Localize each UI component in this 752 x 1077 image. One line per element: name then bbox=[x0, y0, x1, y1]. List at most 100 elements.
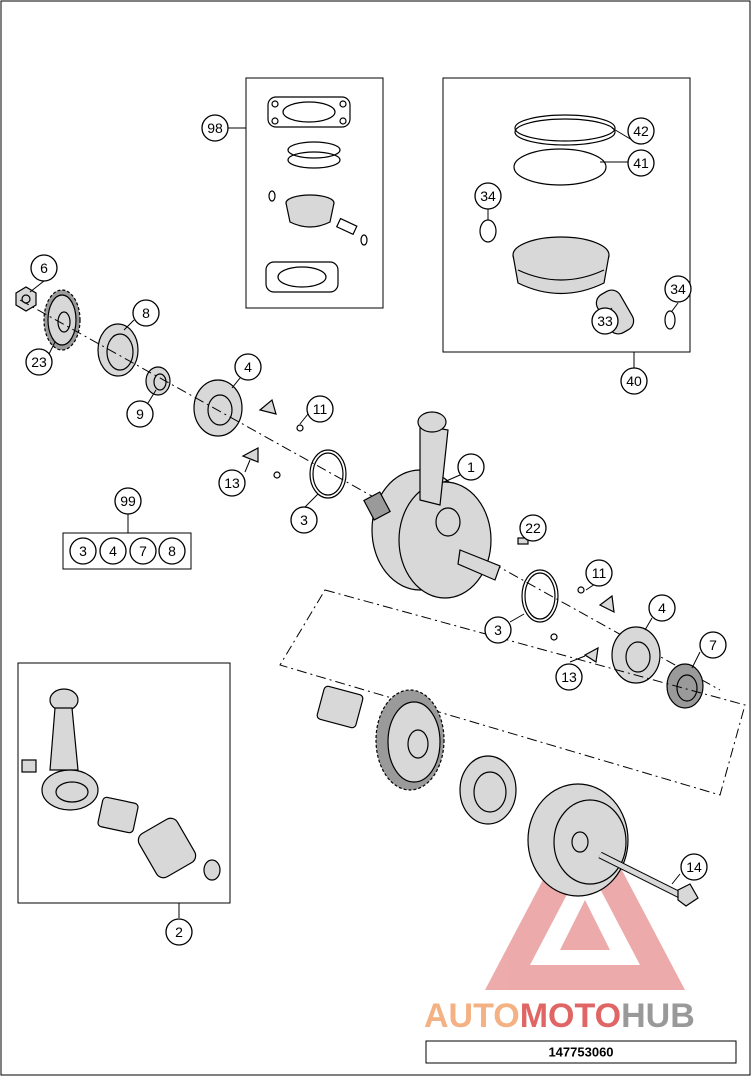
freewheel bbox=[459, 755, 517, 825]
svg-text:4: 4 bbox=[244, 359, 252, 375]
callout-13b: 13 bbox=[555, 663, 583, 691]
svg-text:3: 3 bbox=[300, 512, 308, 528]
svg-text:7: 7 bbox=[709, 637, 717, 653]
screw-13a bbox=[273, 471, 281, 479]
plate-13b bbox=[583, 646, 599, 664]
callout-3a: 3 bbox=[290, 506, 318, 534]
callout-8: 8 bbox=[132, 299, 160, 327]
callout-98: 98 bbox=[201, 114, 229, 142]
callout-14: 14 bbox=[680, 853, 708, 881]
svg-text:6: 6 bbox=[40, 260, 48, 276]
kit-99-box bbox=[62, 532, 192, 570]
svg-text:3: 3 bbox=[79, 543, 87, 559]
callout-3b: 3 bbox=[484, 616, 512, 644]
bearing-4a bbox=[193, 379, 243, 437]
circlip-34b bbox=[664, 310, 676, 330]
svg-text:14: 14 bbox=[686, 859, 702, 875]
callout-34b: 34 bbox=[664, 275, 692, 303]
gear-23 bbox=[43, 289, 81, 351]
bearing-4b bbox=[611, 626, 661, 684]
key-22 bbox=[517, 537, 529, 545]
bushing-9 bbox=[145, 366, 171, 396]
svg-text:34: 34 bbox=[670, 281, 686, 297]
svg-text:4: 4 bbox=[109, 543, 117, 559]
callout-11b: 11 bbox=[585, 559, 613, 587]
oring-3b bbox=[521, 569, 559, 623]
seal-7 bbox=[666, 663, 704, 709]
callout-23: 23 bbox=[25, 348, 53, 376]
plate-11b bbox=[598, 594, 615, 614]
crank-pin bbox=[137, 817, 197, 879]
svg-text:13: 13 bbox=[224, 475, 240, 491]
callout-6: 6 bbox=[30, 254, 58, 282]
needle-bearing bbox=[316, 685, 364, 729]
callout-13a: 13 bbox=[218, 469, 246, 497]
svg-text:4: 4 bbox=[658, 600, 666, 616]
callout-99: 99 bbox=[114, 487, 142, 515]
callout-7: 7 bbox=[699, 631, 727, 659]
kit-2-box bbox=[17, 662, 231, 904]
kit-99-item-3: 3 bbox=[69, 537, 97, 565]
kit-99-item-7: 7 bbox=[129, 537, 157, 565]
kit-40-box bbox=[442, 77, 691, 353]
svg-text:13: 13 bbox=[561, 669, 577, 685]
kit-98-box bbox=[245, 77, 384, 309]
crank-axis bbox=[19, 299, 721, 691]
kit-99-item-8: 8 bbox=[158, 537, 186, 565]
bolt-14 bbox=[598, 851, 699, 907]
callout-22: 22 bbox=[519, 514, 547, 542]
circlip-34a bbox=[479, 219, 497, 243]
plate-11a bbox=[258, 398, 277, 415]
callout-42: 42 bbox=[627, 117, 655, 145]
svg-text:98: 98 bbox=[207, 120, 223, 136]
callout-11a: 11 bbox=[306, 395, 334, 423]
svg-text:1: 1 bbox=[467, 459, 475, 475]
document-number: 147753060 bbox=[548, 1045, 613, 1060]
starter-gear bbox=[375, 689, 445, 791]
callout-9: 9 bbox=[126, 400, 154, 428]
svg-text:11: 11 bbox=[313, 401, 328, 417]
svg-text:3: 3 bbox=[494, 622, 502, 638]
svg-text:9: 9 bbox=[136, 406, 144, 422]
svg-text:11: 11 bbox=[592, 565, 607, 581]
crankshaft-1 bbox=[363, 411, 501, 599]
svg-text:7: 7 bbox=[139, 543, 147, 559]
callout-34a: 34 bbox=[474, 182, 502, 210]
callout-41: 41 bbox=[627, 149, 655, 177]
svg-text:2: 2 bbox=[175, 924, 183, 940]
svg-text:33: 33 bbox=[597, 313, 613, 329]
svg-text:40: 40 bbox=[626, 373, 642, 389]
watermark-text: AUTOMOTOHUB bbox=[424, 997, 695, 1035]
svg-text:34: 34 bbox=[480, 188, 496, 204]
callout-1: 1 bbox=[457, 453, 485, 481]
svg-text:41: 41 bbox=[633, 155, 649, 171]
washer-8 bbox=[97, 323, 139, 377]
base-gasket bbox=[265, 261, 339, 293]
callout-4a: 4 bbox=[234, 353, 262, 381]
callout-2: 2 bbox=[165, 918, 193, 946]
piston-rings-small bbox=[287, 141, 341, 169]
svg-text:22: 22 bbox=[525, 520, 541, 536]
bearing-shell bbox=[97, 796, 139, 834]
nut-6 bbox=[15, 286, 37, 312]
document-number-box bbox=[425, 1040, 737, 1064]
pin-washer bbox=[203, 859, 221, 881]
connecting-rod-2 bbox=[21, 688, 99, 811]
callout-33: 33 bbox=[591, 307, 619, 335]
piston-small bbox=[268, 190, 368, 246]
piston-40 bbox=[512, 236, 610, 295]
screw-11a bbox=[296, 424, 304, 432]
head-gasket-top bbox=[267, 96, 351, 128]
svg-text:8: 8 bbox=[168, 543, 176, 559]
piston-ring-42 bbox=[514, 114, 616, 146]
callout-40: 40 bbox=[620, 367, 648, 395]
starter-group-outline bbox=[279, 589, 746, 796]
svg-text:8: 8 bbox=[142, 305, 150, 321]
oring-3a bbox=[309, 449, 347, 499]
plate-13a bbox=[241, 447, 259, 463]
svg-text:42: 42 bbox=[633, 123, 649, 139]
flywheel-rotor bbox=[527, 783, 629, 897]
